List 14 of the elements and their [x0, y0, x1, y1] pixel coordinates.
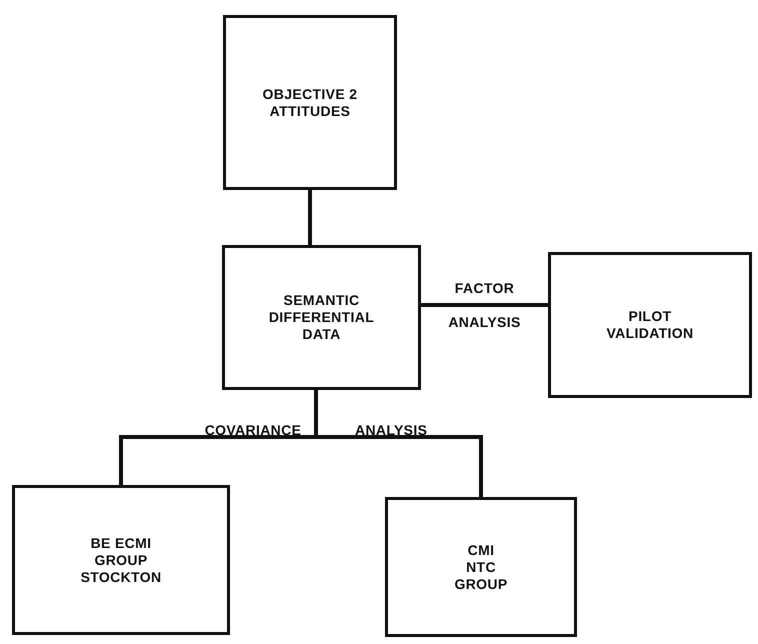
- process-box: [223, 15, 397, 190]
- connector-line: [308, 190, 312, 245]
- box-label: CMI NTC GROUP: [453, 542, 509, 592]
- box-label: SEMANTIC DIFFERENTIAL DATA: [268, 292, 376, 343]
- process-box: [548, 252, 752, 398]
- box-label: BE ECMI GROUP STOCKTON: [80, 534, 162, 586]
- box-label: OBJECTIVE 2 ATTITUDES: [262, 86, 358, 120]
- box-label: PILOT VALIDATION: [606, 308, 694, 342]
- edge-label: FACTOR ANALYSIS: [447, 279, 522, 332]
- edge-label: COVARIANCE ANALYSIS: [204, 421, 428, 440]
- process-box: [222, 245, 421, 390]
- process-box: [12, 485, 230, 635]
- connector-line: [421, 303, 548, 307]
- process-box: [385, 497, 577, 637]
